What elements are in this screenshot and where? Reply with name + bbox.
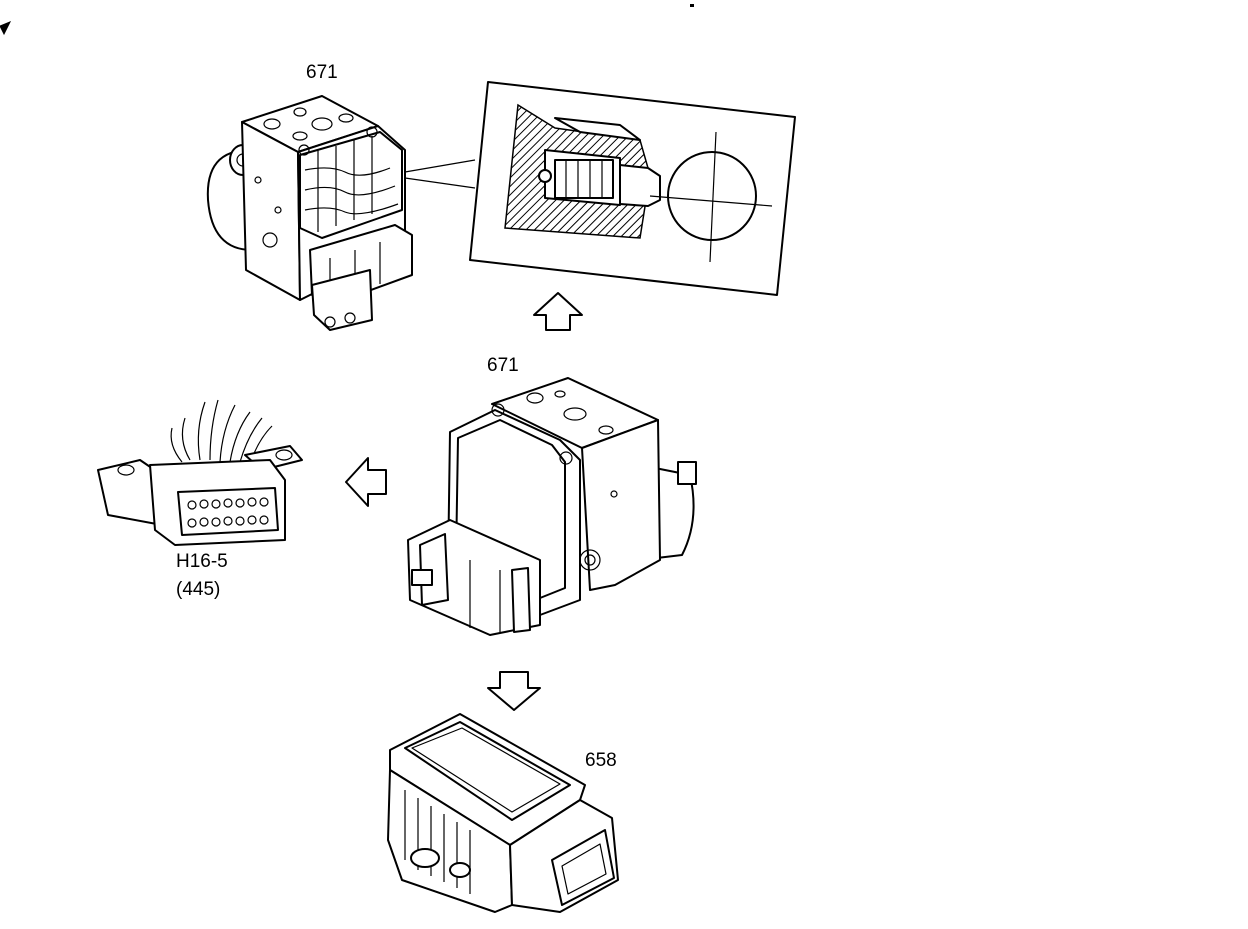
label-top-unit: 671: [306, 62, 338, 83]
top-abs-unit: [206, 95, 476, 331]
label-center-unit: 671: [487, 355, 519, 376]
label-sensor: 658: [585, 750, 617, 771]
arrow-down: [487, 671, 541, 711]
arrow-left: [345, 457, 387, 507]
wiring-connector: [97, 399, 303, 546]
corner-mark: [0, 4, 694, 36]
connector-pins: [187, 497, 269, 528]
center-abs-unit: [407, 377, 697, 636]
label-connector-sub: (445): [176, 579, 221, 600]
label-connector-id: H16-5: [176, 551, 228, 572]
sensor-unit: [387, 713, 619, 913]
arrow-up: [533, 292, 583, 331]
valve-detail-box: [469, 81, 796, 296]
